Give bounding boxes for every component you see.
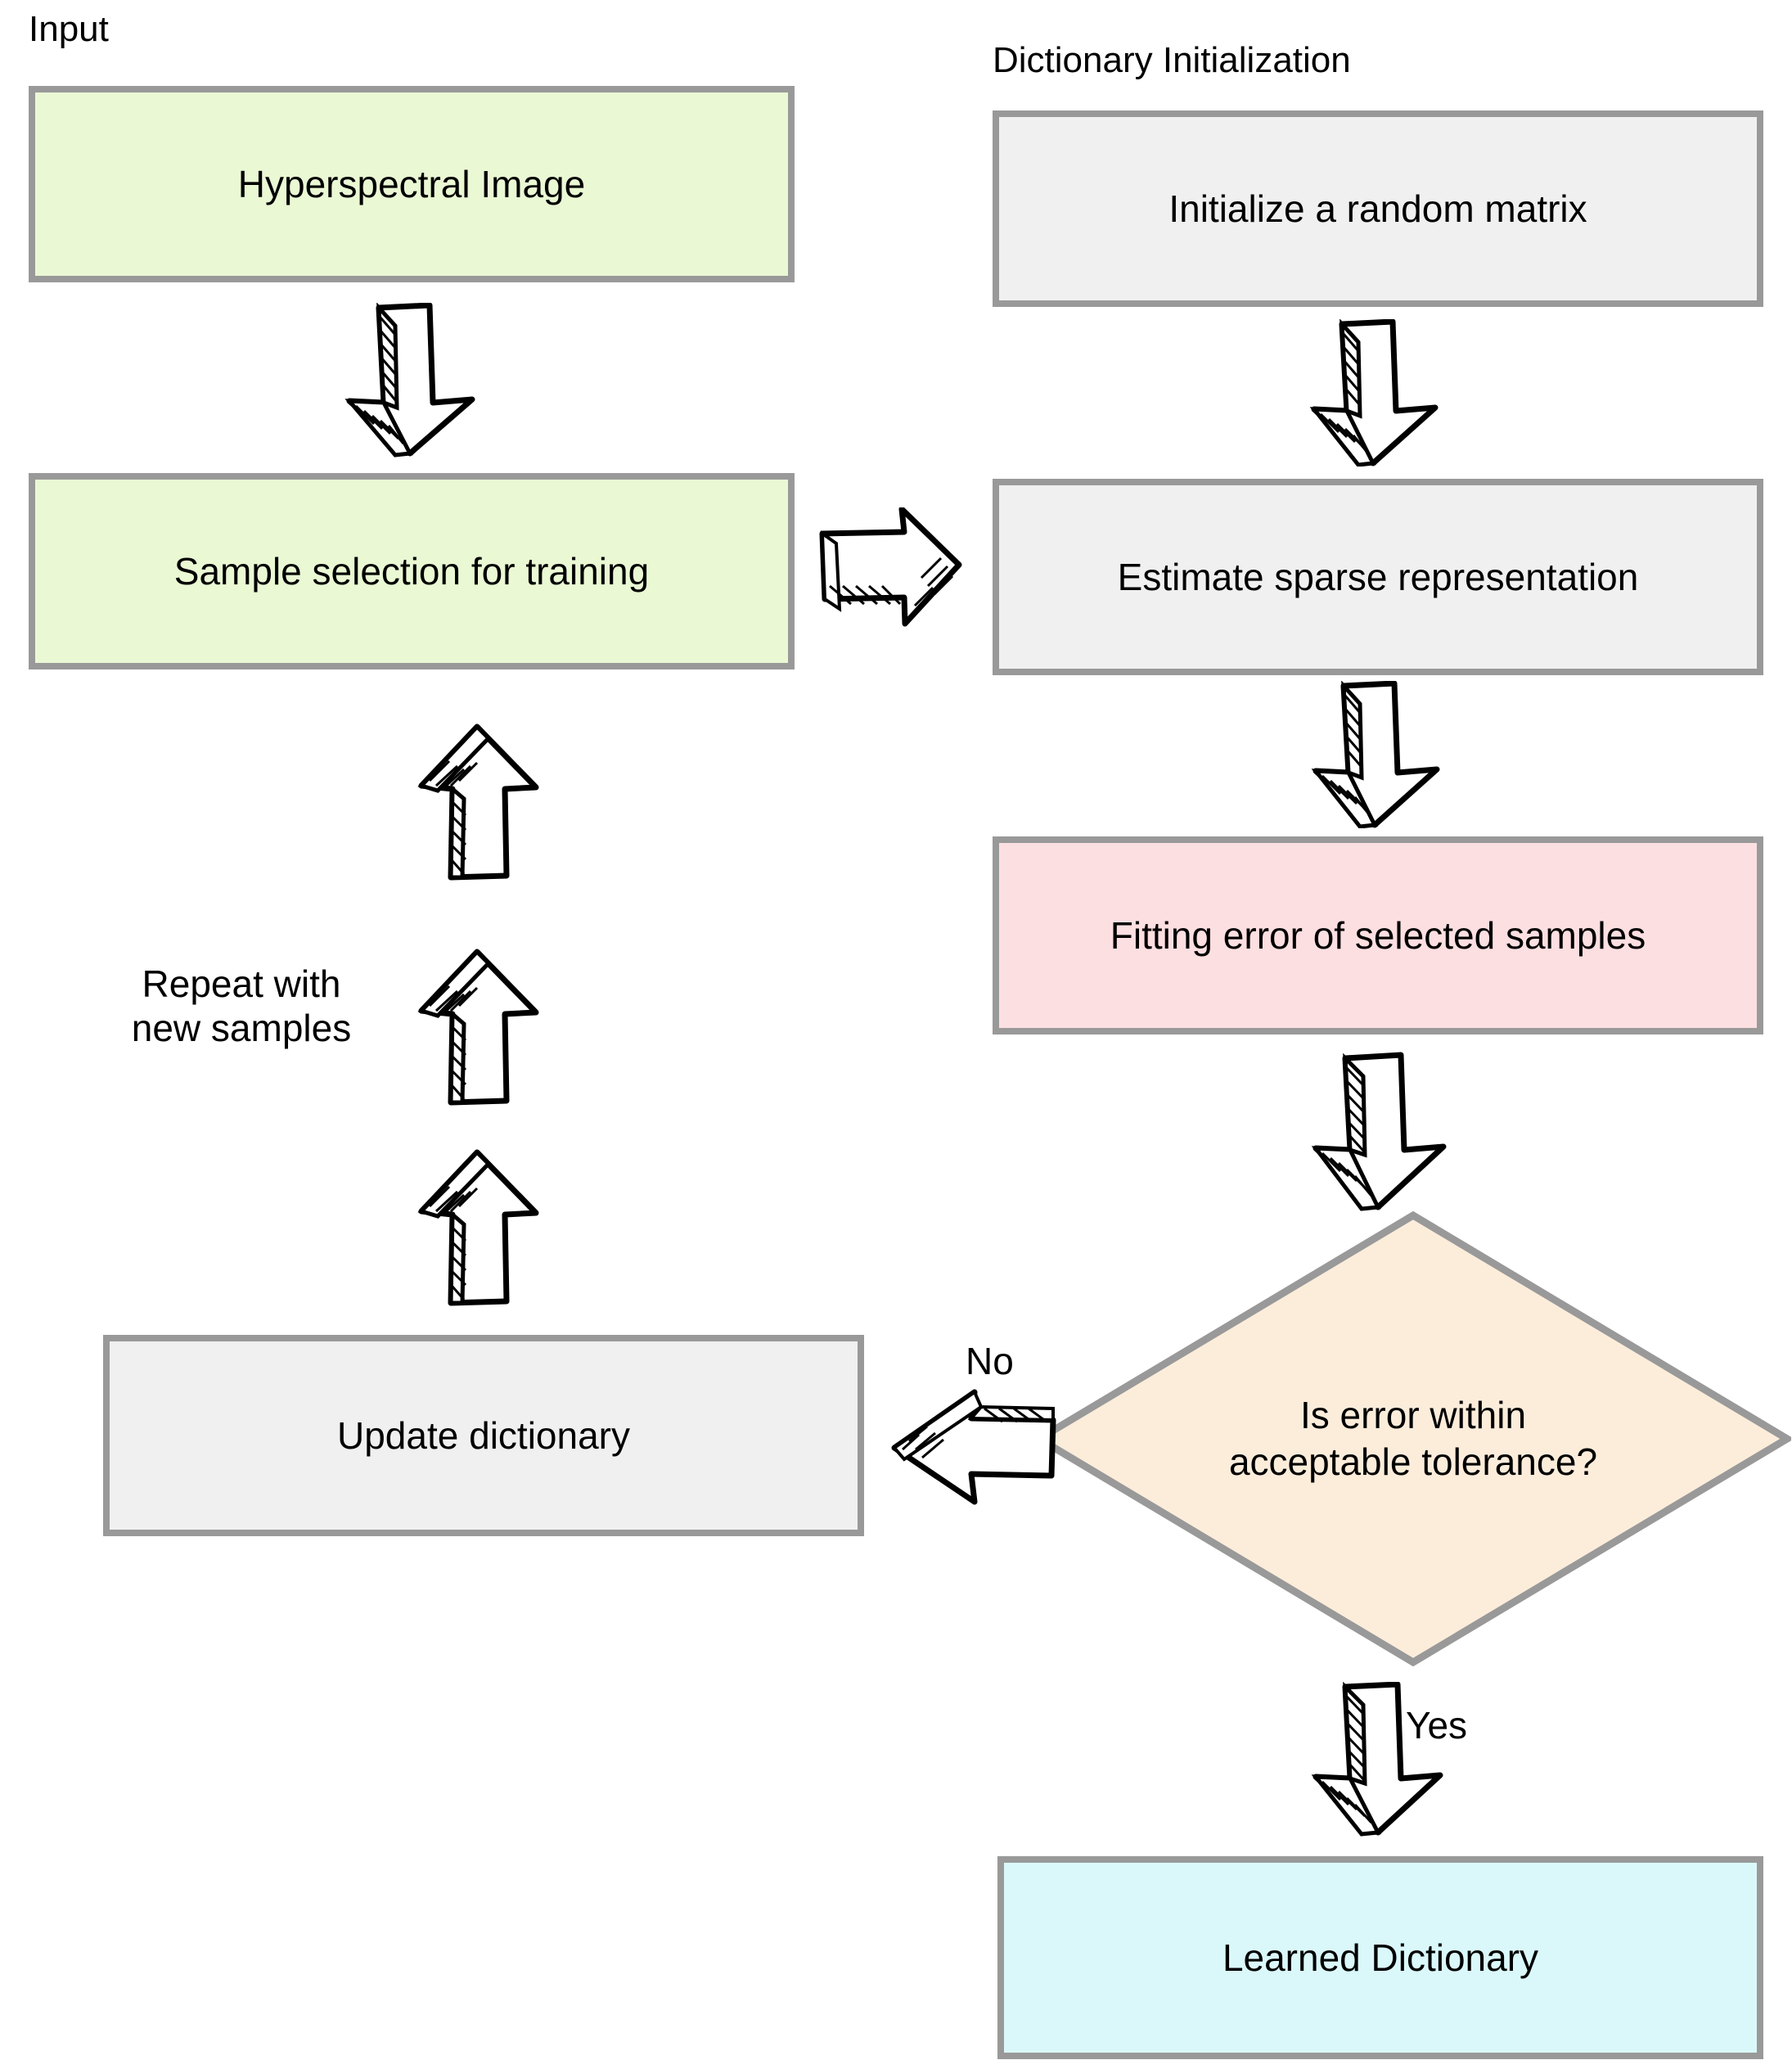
- node-label-learned-dictionary: Learned Dictionary: [1222, 1936, 1539, 1979]
- node-sample-selection[interactable]: Sample selection for training: [29, 473, 795, 669]
- arrow-down-init-to-estimate: [1301, 319, 1448, 467]
- arrow-down-error-to-decision: [1299, 1052, 1463, 1215]
- arrow-right-sample-to-estimate: [818, 507, 966, 638]
- arrow-down-estimate-to-error: [1303, 681, 1450, 828]
- arrow-down-decision-to-learned: [1301, 1682, 1457, 1837]
- node-label-update-dictionary: Update dictionary: [337, 1413, 630, 1457]
- edge-label-yes: Yes: [1406, 1704, 1468, 1747]
- arrow-down-image-to-sample: [331, 303, 495, 458]
- node-hyperspectral-image[interactable]: Hyperspectral Image: [29, 86, 795, 282]
- arrow-up-update-to-sample-2: [413, 945, 544, 1109]
- node-label-hyperspectral-image: Hyperspectral Image: [237, 162, 586, 205]
- arrow-up-update-to-sample-1: [413, 720, 544, 884]
- node-label-initialize-random-matrix: Initialize a random matrix: [1168, 187, 1587, 230]
- node-label-sample-selection: Sample selection for training: [173, 549, 650, 593]
- arrow-up-update-to-sample-3: [413, 1146, 544, 1309]
- node-estimate-sparse[interactable]: Estimate sparse representation: [993, 479, 1763, 675]
- node-label-estimate-sparse: Estimate sparse representation: [1117, 555, 1639, 598]
- node-label-fitting-error: Fitting error of selected samples: [1110, 913, 1646, 957]
- node-fitting-error[interactable]: Fitting error of selected samples: [993, 836, 1763, 1034]
- dictionary-initialization-caption: Dictionary Initialization: [993, 40, 1351, 80]
- node-initialize-random-matrix[interactable]: Initialize a random matrix: [993, 110, 1763, 307]
- node-learned-dictionary[interactable]: Learned Dictionary: [997, 1856, 1763, 2059]
- annotation-repeat-note: Repeat with new samples: [131, 962, 352, 1050]
- arrow-left-decision-to-update: [880, 1363, 1060, 1510]
- node-update-dictionary[interactable]: Update dictionary: [103, 1335, 864, 1536]
- input-caption: Input: [29, 9, 109, 49]
- node-error-tolerance-decision[interactable]: Is error within acceptable tolerance?: [1035, 1211, 1791, 1666]
- edge-label-no: No: [966, 1340, 1014, 1382]
